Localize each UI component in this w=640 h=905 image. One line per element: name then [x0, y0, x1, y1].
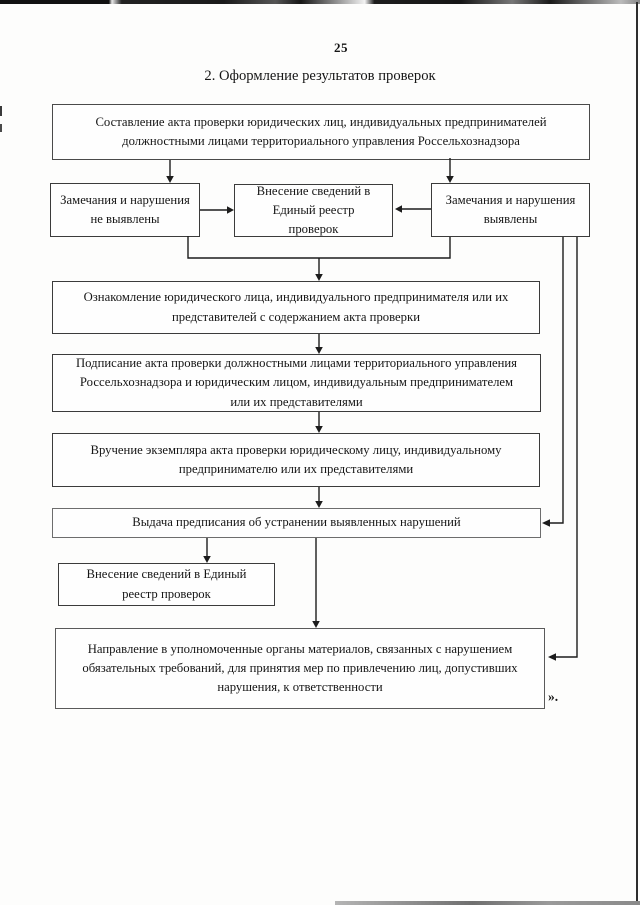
- flow-node-referral: Направление в уполномоченные органы мате…: [55, 628, 545, 709]
- scan-artifact-left-mark: [0, 106, 2, 116]
- arrow-violations-to-prescription: [549, 237, 564, 524]
- arrowhead-down-icon: [312, 621, 320, 628]
- flow-node-acquaintance: Ознакомление юридического лица, индивиду…: [52, 281, 540, 334]
- scan-artifact-left-mark: [0, 124, 2, 132]
- flow-node-register-entry-top: Внесение сведений в Единый реестр провер…: [234, 184, 393, 237]
- flow-node-prescription: Выдача предписания об устранении выявлен…: [52, 508, 541, 538]
- arrowhead-down-icon: [315, 426, 323, 433]
- arrowhead-down-icon: [166, 176, 174, 183]
- arrow-violations-to-referral: [555, 237, 578, 658]
- arrowhead-right-icon: [227, 206, 234, 214]
- scan-artifact-right-edge-line: [636, 2, 638, 905]
- page-number: 25: [334, 40, 348, 55]
- arrowhead-left-icon: [548, 653, 556, 661]
- flow-node-violations-found: Замечания и нарушения выявлены: [431, 183, 590, 237]
- scan-artifact-bottom-strip: [335, 901, 640, 905]
- arrowhead-down-icon: [315, 501, 323, 508]
- arrowhead-down-icon: [315, 274, 323, 281]
- scan-artifact-top-bar: [0, 0, 640, 4]
- flow-node-signing: Подписание акта проверки должностными ли…: [52, 354, 541, 412]
- flow-node-no-violations: Замечания и нарушения не выявлены: [50, 183, 200, 237]
- page-title: 2. Оформление результатов проверок: [204, 68, 436, 84]
- flow-node-handover: Вручение экземпляра акта проверки юридич…: [52, 433, 540, 487]
- arrowhead-down-icon: [203, 556, 211, 563]
- flow-node-compose-act: Составление акта проверки юридических ли…: [52, 104, 590, 160]
- arrowhead-down-icon: [446, 176, 454, 183]
- flow-node-register-entry-bottom: Внесение сведений в Единый реестр провер…: [58, 563, 275, 606]
- closing-quote-mark: ».: [548, 689, 559, 704]
- arrowhead-down-icon: [315, 347, 323, 354]
- arrowhead-left-icon: [395, 205, 402, 213]
- arrowhead-left-icon: [542, 519, 550, 527]
- connector-merge-line: [187, 236, 451, 259]
